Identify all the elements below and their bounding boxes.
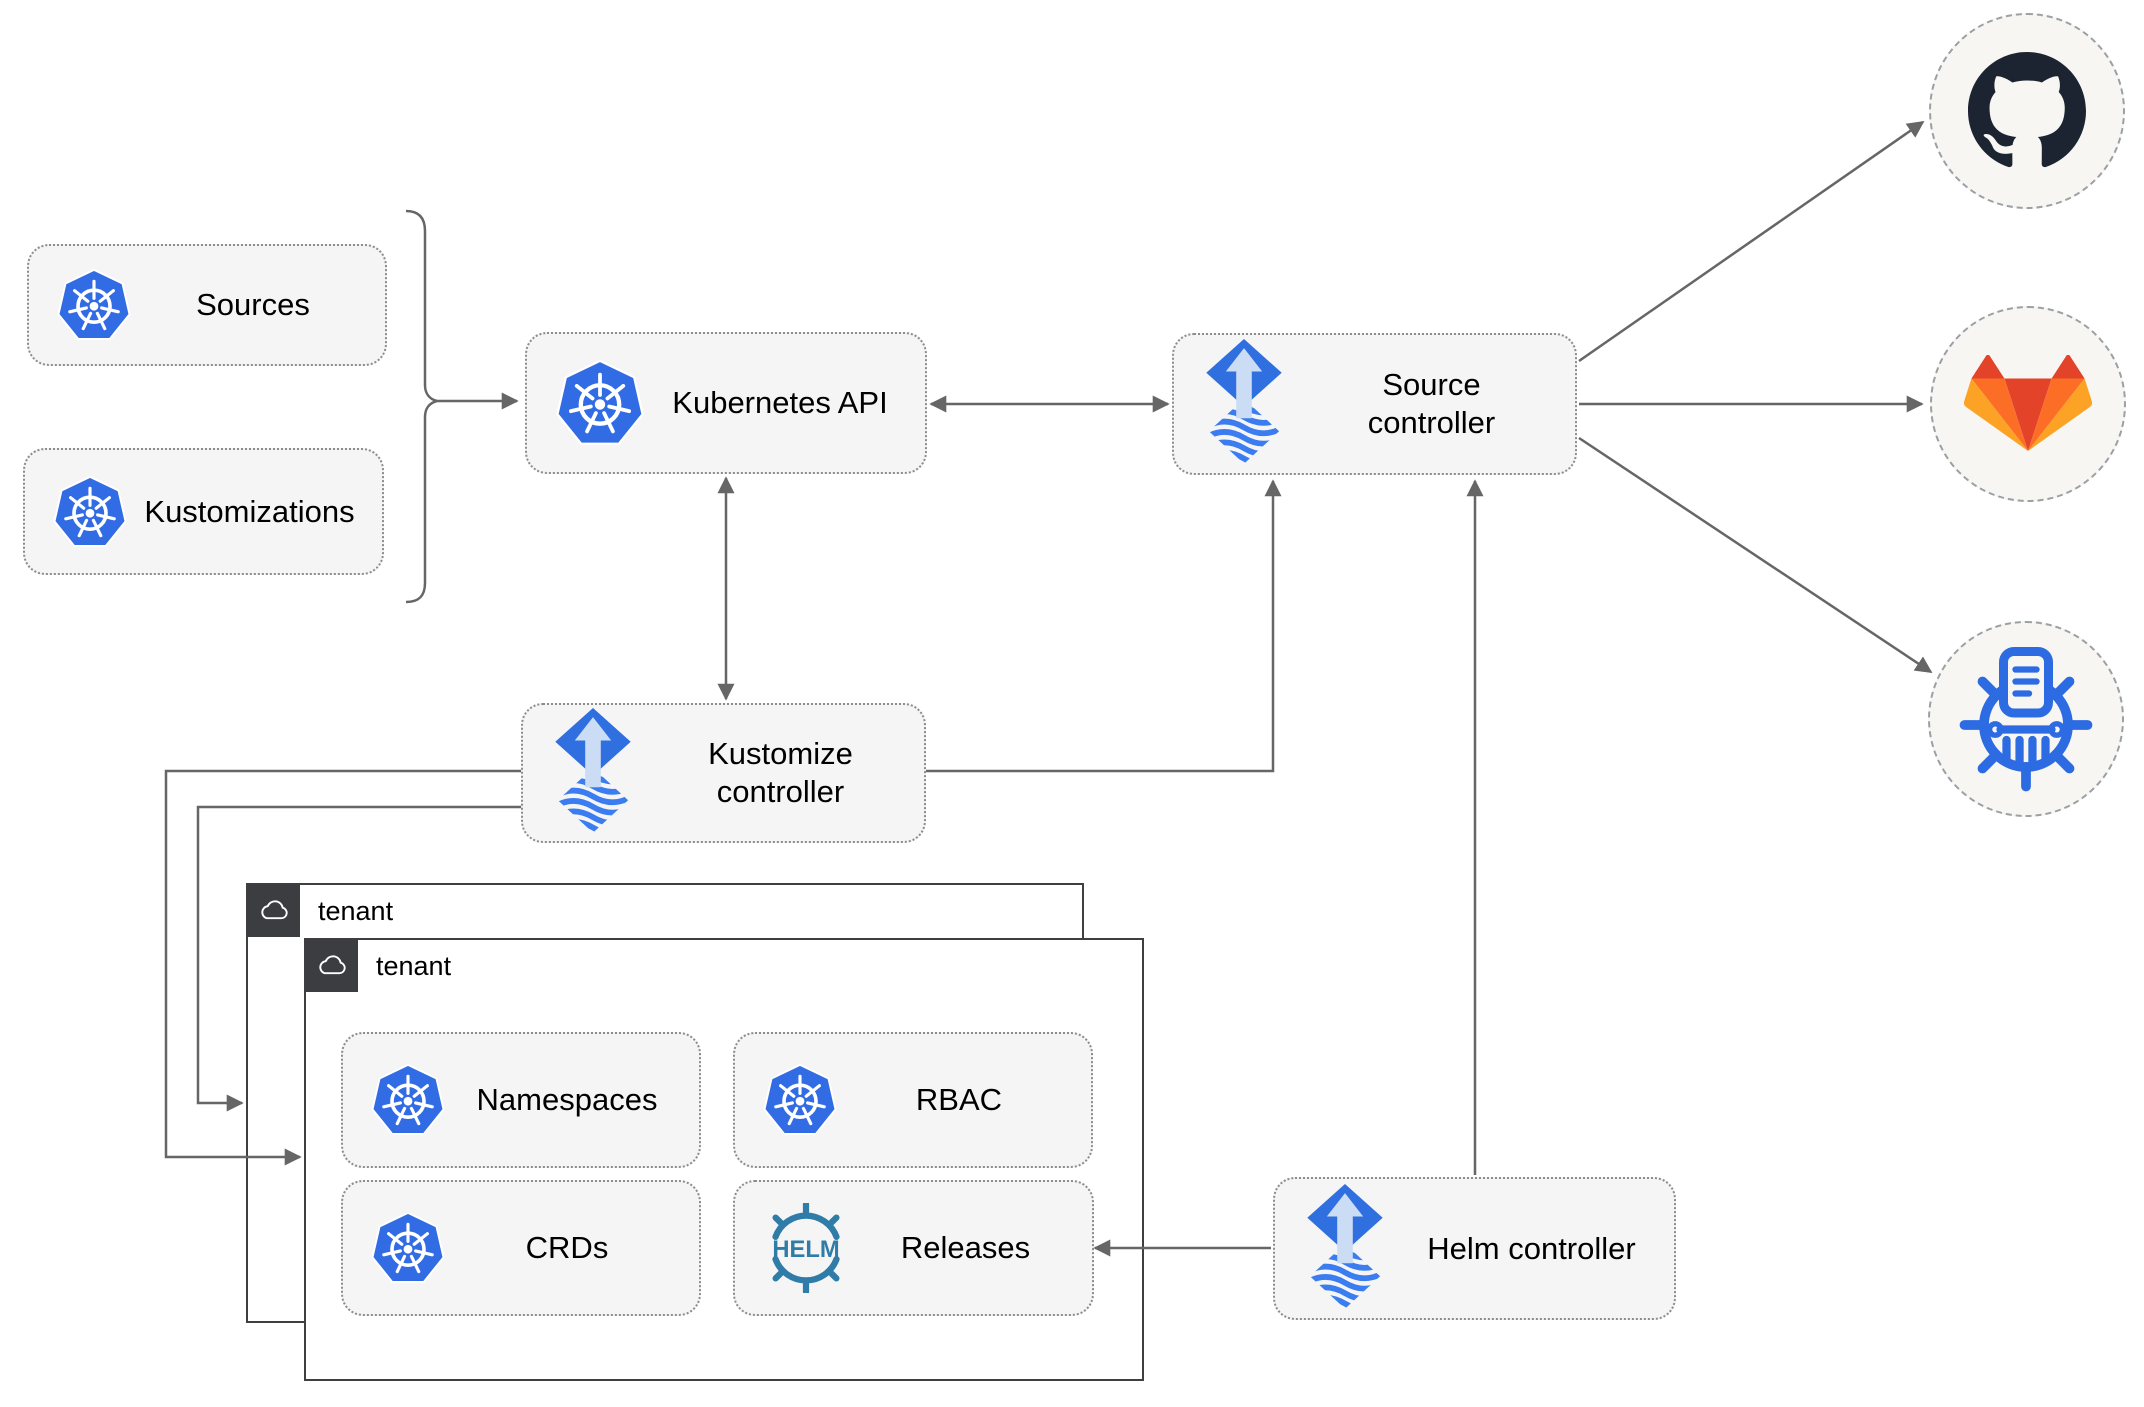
node-helm-controller: Helm controller <box>1273 1177 1676 1320</box>
node-releases: HELM Releases <box>733 1180 1094 1316</box>
tenant-front-label: tenant <box>376 951 452 981</box>
edge-sourcectl-helmrepo <box>1578 436 1933 674</box>
node-crds: CRDs <box>341 1180 701 1316</box>
remote-github <box>1929 13 2125 209</box>
flux-icon <box>1200 339 1288 469</box>
edge-kustomizectl-sourcectl <box>926 479 1282 773</box>
node-kubernetes-api: Kubernetes API <box>525 332 927 474</box>
node-releases-label: Releases <box>900 1230 1031 1266</box>
flux-icon <box>549 708 637 838</box>
node-kubernetes-api-label: Kubernetes API <box>672 385 888 421</box>
cloud-icon <box>315 953 349 979</box>
node-kustomizations-label: Kustomizations <box>144 493 355 529</box>
remote-gitlab <box>1930 306 2126 502</box>
cloud-icon <box>257 898 291 924</box>
kubernetes-icon <box>369 1060 447 1140</box>
node-rbac-label: RBAC <box>915 1082 1003 1118</box>
node-helm-controller-label: Helm controller <box>1427 1230 1636 1266</box>
kubernetes-icon <box>55 265 133 345</box>
tenant-box-front: tenant Namespaces RBAC CRDs H <box>304 938 1144 1381</box>
kubernetes-icon <box>51 472 129 552</box>
remote-helm-repository <box>1928 621 2124 817</box>
kubernetes-icon <box>553 355 647 451</box>
node-kustomize-controller-label: Kustomize controller <box>708 736 853 809</box>
tenant-tab <box>305 939 358 992</box>
gitlab-icon <box>1964 355 2092 453</box>
flux-icon <box>1301 1183 1389 1314</box>
node-namespaces: Namespaces <box>341 1032 701 1168</box>
tenant-back-label: tenant <box>318 896 394 926</box>
node-kustomize-controller: Kustomize controller <box>521 703 926 843</box>
helm-icon: HELM <box>761 1203 851 1293</box>
node-source-controller-label: Source controller <box>1367 367 1496 440</box>
node-source-controller: Source controller <box>1172 333 1577 475</box>
node-sources-label: Sources <box>196 287 310 323</box>
chartmuseum-icon <box>1951 644 2101 794</box>
node-kustomizations: Kustomizations <box>23 448 384 575</box>
node-namespaces-label: Namespaces <box>476 1082 658 1118</box>
tenant-tab <box>247 884 300 937</box>
node-rbac: RBAC <box>733 1032 1093 1168</box>
svg-text:HELM: HELM <box>772 1236 839 1263</box>
node-sources: Sources <box>27 244 387 366</box>
node-crds-label: CRDs <box>525 1230 609 1266</box>
brace-sources-group <box>405 209 438 604</box>
github-icon <box>1968 52 2086 170</box>
edge-sourcectl-github <box>1578 120 1925 363</box>
kubernetes-icon <box>369 1208 447 1288</box>
kubernetes-icon <box>761 1060 839 1140</box>
